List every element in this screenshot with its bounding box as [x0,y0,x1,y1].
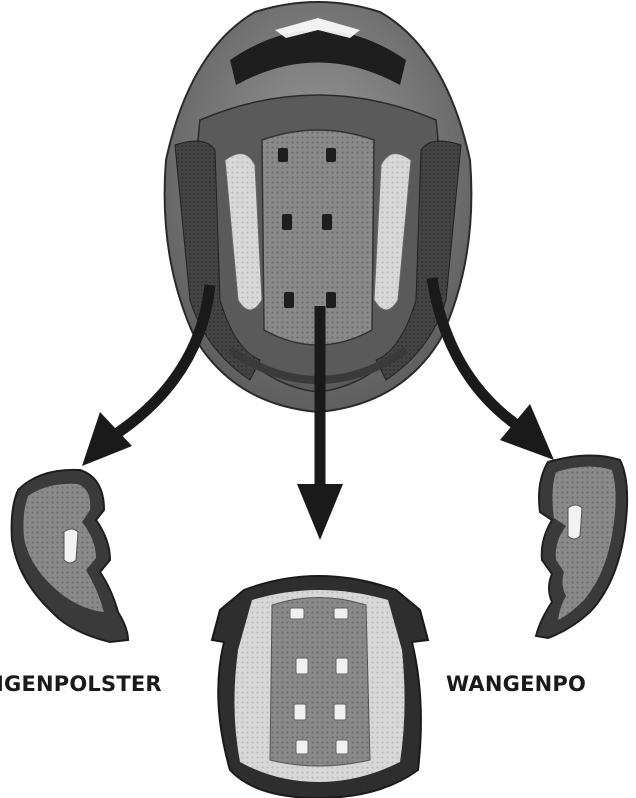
arrows-group [110,278,524,488]
center-arrow-head-icon [297,484,343,540]
left-cheek-pad-label: IGENPOLSTER [0,672,162,696]
cheek-pad-right-icon [536,455,627,638]
cheek-pad-left-icon [12,470,128,642]
left-arrow-head-icon [82,412,132,466]
head-liner-icon [212,576,428,798]
right-cheek-pad-label: WANGENPO [446,672,586,696]
